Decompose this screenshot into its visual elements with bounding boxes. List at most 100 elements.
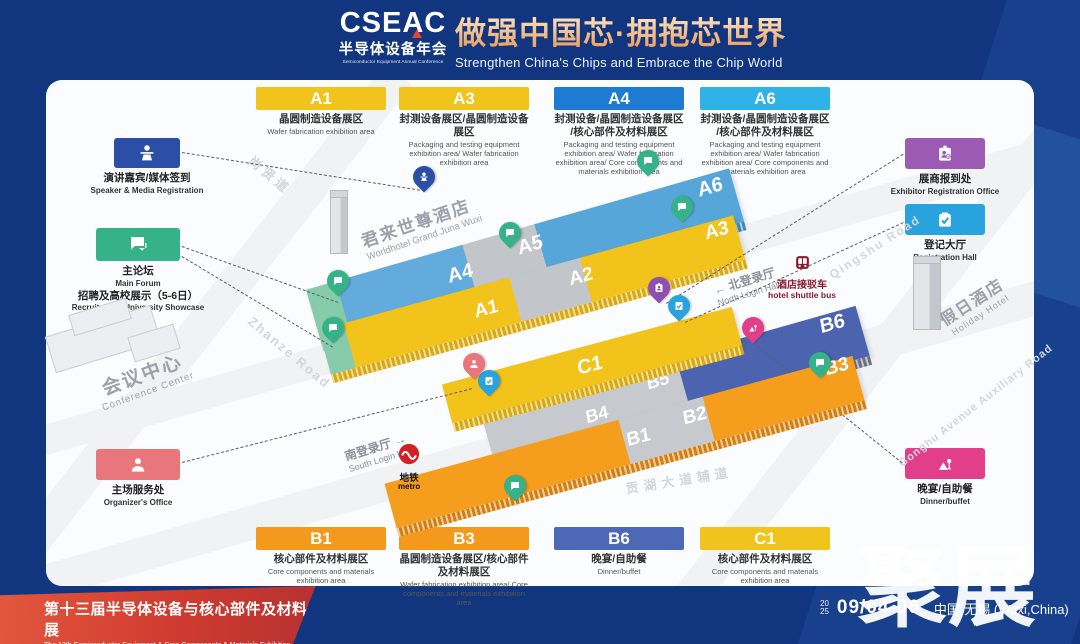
item-zh: 晚宴/自助餐 <box>917 483 973 495</box>
speaker-registration-box <box>114 138 180 168</box>
hall-zh: 封测设备/晶圆制造设备展区 /核心部件及材料展区 <box>700 113 830 139</box>
cseac-logo: CSEAC 半导体设备年会 Semiconductor Equipment An… <box>328 8 458 65</box>
metro-item: 地铁 metro <box>398 443 420 491</box>
item-zh: 演讲嘉宾/媒体签到 <box>103 172 191 184</box>
shuttle-zh: 酒店接驳车 <box>777 280 827 291</box>
map-hall-c1: C1 <box>575 351 604 380</box>
hall-badge: A1 <box>256 87 386 110</box>
main-forum-box <box>96 228 180 261</box>
map-pin-forum <box>632 145 664 177</box>
hall-badge: A3 <box>399 87 529 110</box>
map-card <box>46 80 1034 586</box>
chat-icon <box>678 203 686 211</box>
dinner-buffet-box <box>905 448 985 479</box>
hall-label-b3: B3 晶圆制造设备展区/核心部件及材料展区 Wafer fabrication … <box>399 527 529 607</box>
hall-badge: B3 <box>399 527 529 550</box>
chat-icon <box>329 324 337 332</box>
exhibitor-registration-item: 展商报到处 Exhibitor Registration Office <box>865 138 1025 197</box>
check-board-icon <box>675 302 683 310</box>
item-en: Exhibitor Registration Office <box>890 186 1000 196</box>
chat-icon <box>506 229 514 237</box>
logo-subtitle-zh: 半导体设备年会 <box>338 42 448 58</box>
map-hall-b2: B2 <box>681 402 709 430</box>
map-pin-registration <box>473 365 505 397</box>
map-hall-a6: A6 <box>696 172 725 202</box>
hall-label-a1: A1 晶圆制造设备展区 Wafer fabrication exhibition… <box>256 87 386 136</box>
map-hall-a4: A4 <box>446 259 475 288</box>
year-bottom: 25 <box>820 607 829 616</box>
hall-en: Dinner/buffet <box>597 567 641 577</box>
slogan-zh: 做强中国芯·拥抱芯世界 <box>455 8 786 53</box>
item-zh: 主论坛 <box>122 265 154 277</box>
hall-label-c1: C1 核心部件及材料展区 Core components and materia… <box>700 527 830 585</box>
footer-band: 第十三届半导体设备与核心部件及材料展 The 13th Semiconducto… <box>0 586 316 644</box>
registration-hall-box <box>905 204 985 235</box>
hall-zh: 晶圆制造设备展区 <box>279 113 363 125</box>
check-board-icon <box>485 377 493 385</box>
hall-zh: 封测设备展区/晶圆制造设备展区 <box>399 113 529 139</box>
hall-badge: A4 <box>554 87 684 110</box>
item-en: Main Forum <box>115 278 161 288</box>
hall-badge: B6 <box>554 527 684 550</box>
map-pin-dinner <box>737 312 769 344</box>
hall-badge: A6 <box>700 87 830 110</box>
main-forum-item: 主论坛 Main Forum 招聘及高校展示（5-6日） Recruitment… <box>58 228 218 313</box>
map-pin-forum <box>322 265 354 297</box>
slogan-en: Strengthen China's Chips and Embrace the… <box>455 55 783 70</box>
registration-hall-item: 登记大厅 Registration Hall <box>865 204 1025 263</box>
juzhan-watermark: 聚展 <box>858 538 1039 637</box>
footer-date: 20 25 09/04-06 中国·无锡 (Wuxi,China) <box>820 597 1069 619</box>
hall-en: Wafer fabrication exhibition area/ Core … <box>400 580 528 608</box>
location-label: 中国·无锡 (Wuxi,China) <box>933 601 1069 617</box>
metro-zh: 地铁 <box>399 473 419 484</box>
map-hall-a1: A1 <box>472 295 500 323</box>
metro-icon <box>399 443 420 465</box>
date-label: 09/04-06 <box>836 597 920 618</box>
check-board-icon <box>939 212 951 227</box>
item-zh: 招聘及高校展示（5-6日） <box>77 289 199 302</box>
logo-triangle-icon <box>412 29 422 38</box>
map-hall-a3: A3 <box>703 217 730 245</box>
chat-icon <box>644 157 652 165</box>
hall-en: Core components and materials exhibition… <box>267 567 375 586</box>
map-pin-forum <box>317 312 349 344</box>
map-pin-speaker <box>408 161 440 193</box>
hall-en: Wafer fabrication exhibition area <box>267 127 375 137</box>
bus-icon <box>795 256 809 269</box>
item-zh: 登记大厅 <box>924 239 966 251</box>
logo-subtitle-en: Semiconductor Equipment Annual Conferenc… <box>342 59 444 65</box>
organizer-office-item: 主场服务处 Organizer's Office <box>58 449 218 508</box>
dinner-buffet-item: 晚宴/自助餐 Dinner/buffet <box>865 448 1025 507</box>
hall-label-a6: A6 封测设备/晶圆制造设备展区 /核心部件及材料展区 Packaging an… <box>700 87 830 176</box>
exhibition-title-en: The 13th Semiconductor Equipment & Core … <box>44 642 316 644</box>
logo-text: CSEAC <box>339 7 447 39</box>
speaker-icon <box>420 172 428 181</box>
item-en: Organizer's Office <box>103 497 173 507</box>
shuttle-bus-item: 酒店接驳车 hotel shuttle bus <box>768 254 836 300</box>
metro-en: metro <box>398 482 421 491</box>
map-hall-a2: A2 <box>567 263 595 291</box>
year-label: 20 25 <box>820 600 829 616</box>
item-zh: 主场服务处 <box>111 484 165 496</box>
exhibition-title-zh: 第十三届半导体设备与核心部件及材料展 <box>44 601 308 639</box>
person-icon <box>131 457 145 472</box>
item-en: Speaker & Media Registration <box>90 185 204 195</box>
item-en: Registration Hall <box>913 252 977 262</box>
hall-label-b6: B6 晚宴/自助餐 Dinner/buffet <box>554 527 684 576</box>
hall-en: Packaging and testing equipment exhibiti… <box>701 140 829 177</box>
speaker-icon <box>140 145 154 161</box>
item-zh: 展商报到处 <box>918 173 972 185</box>
map-pin-forum <box>666 191 698 223</box>
map-pin-registration <box>663 290 695 322</box>
hall-zh: 核心部件及材料展区 <box>717 553 813 565</box>
hall-badge: C1 <box>700 527 830 550</box>
hall-label-b1: B1 核心部件及材料展区 Core components and materia… <box>256 527 386 585</box>
map-pin-forum <box>494 217 526 249</box>
slogan: 做强中国芯·拥抱芯世界 Strengthen China's Chips and… <box>455 8 786 70</box>
hall-zh: 核心部件及材料展区 <box>273 553 369 565</box>
map-hall-b1: B1 <box>625 424 652 452</box>
hall-zh: 晚宴/自助餐 <box>591 553 647 565</box>
map-pin-exhibitor <box>643 272 675 304</box>
badge-icon <box>655 283 663 292</box>
